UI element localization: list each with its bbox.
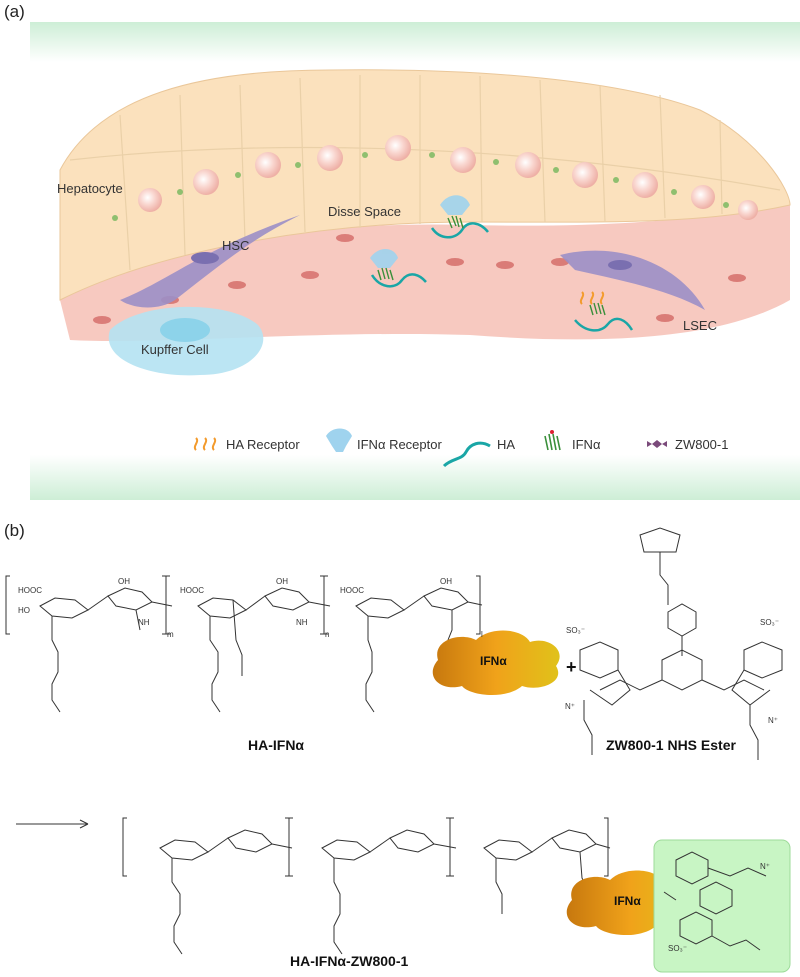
struct-nplus-bottom: N⁺ <box>760 862 770 871</box>
struct-ho-1: HO <box>18 606 30 615</box>
hsc-cell-2 <box>560 250 705 310</box>
bracket-m-left <box>5 575 10 635</box>
zw-highlight-box <box>653 839 791 973</box>
struct-oh-1: OH <box>118 577 130 586</box>
struct-nplus-left: N⁺ <box>565 702 575 711</box>
name-ha-ifn: HA-IFNα <box>248 737 305 753</box>
struct-oh-2: OH <box>276 577 288 586</box>
legend-ifn-icon <box>544 430 561 451</box>
panel-b-label: (b) <box>4 521 25 540</box>
label-hepatocyte: Hepatocyte <box>57 181 123 196</box>
struct-cooh-3: HOOC <box>340 586 364 595</box>
top-band <box>30 22 800 62</box>
ifn-receptors <box>370 195 470 268</box>
struct-cooh-2: HOOC <box>180 586 204 595</box>
ha-receptors-in-tissue <box>579 291 605 305</box>
struct-so3-left: SO₃⁻ <box>566 626 586 635</box>
struct-nh-2: NH <box>296 618 308 627</box>
legend-zw-text: ZW800-1 <box>675 437 729 452</box>
struct-m: m <box>167 630 174 639</box>
struct-l: l <box>481 630 483 639</box>
label-lsec: LSEC <box>683 318 717 333</box>
bile-markers <box>112 152 729 221</box>
bottom-band <box>30 455 800 500</box>
legend-ha-receptor-icon <box>193 437 217 451</box>
struct-oh-3: OH <box>440 577 452 586</box>
legend-ifn-text: IFNα <box>572 437 601 452</box>
hepatocyte-nuclei <box>138 135 758 220</box>
legend-ifn-receptor-text: IFNα Receptor <box>357 437 442 452</box>
struct-cooh-1: HOOC <box>18 586 42 595</box>
ifn-label-top: IFNα <box>480 654 507 668</box>
legend-ha-text: HA <box>497 437 516 452</box>
plus-sign: + <box>566 657 577 677</box>
struct-so3-right: SO₃⁻ <box>760 618 780 627</box>
struct-n: n <box>325 630 330 639</box>
panel-a-label: (a) <box>4 2 25 21</box>
struct-nplus-right: N⁺ <box>768 716 778 725</box>
struct-so3-bottom: SO₃⁻ <box>668 944 688 953</box>
struct-nh-1: NH <box>138 618 150 627</box>
ifn-label-bottom: IFNα <box>614 894 641 908</box>
ha-ifn-complexes <box>370 222 634 332</box>
legend-ha-icon <box>442 441 491 468</box>
legend-zw-icon <box>647 440 667 448</box>
name-product: HA-IFNα-ZW800-1 <box>290 953 409 969</box>
bracket-l-right <box>476 575 481 635</box>
legend-ifn-receptor-icon <box>326 428 352 452</box>
legend-ha-receptor-text: HA Receptor <box>226 437 300 452</box>
label-hsc: HSC <box>222 238 250 253</box>
ifn-proteins <box>377 215 606 316</box>
ifn-blob-top <box>432 630 560 696</box>
name-zw-ester: ZW800-1 NHS Ester <box>606 737 736 753</box>
label-kupffer-cell: Kupffer Cell <box>141 342 209 357</box>
panel-a-illustration <box>30 22 800 500</box>
lsec-layer <box>60 205 790 342</box>
label-disse-space: Disse Space <box>328 204 401 219</box>
